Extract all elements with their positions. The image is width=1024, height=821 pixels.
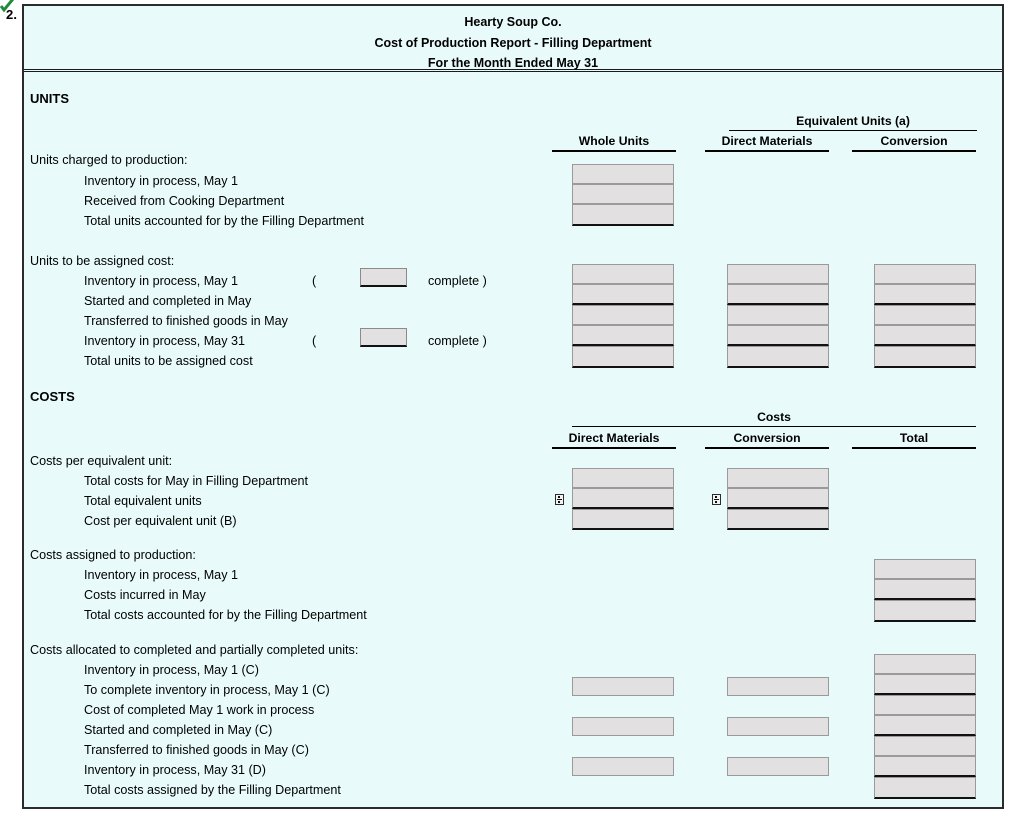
units-charged-row-label-2: Total units accounted for by the Filling… — [84, 214, 365, 228]
input-conv-total-equivalent-units[interactable] — [727, 488, 829, 509]
input-total-costs-incurred-may[interactable] — [874, 579, 976, 600]
input-conv-started-completed-may[interactable] — [727, 717, 829, 736]
costs-column-header-total: Total — [852, 431, 976, 449]
input-total-costs-accounted-for[interactable] — [874, 600, 976, 622]
costs-allocated-header: Costs allocated to completed and partial… — [30, 643, 359, 657]
column-header-conversion: Conversion — [852, 134, 976, 152]
input-dm-equiv-inventory-may31[interactable] — [727, 325, 829, 346]
input-dm-to-complete-inventory-may1[interactable] — [572, 677, 674, 696]
units-assigned-row-label-1: Started and completed in May — [84, 294, 252, 308]
input-total-inventory-process-may1[interactable] — [874, 559, 976, 579]
input-dm-equiv-started-completed[interactable] — [727, 284, 829, 305]
costs-per-unit-row-label-1: Total equivalent units — [84, 494, 202, 508]
units-assigned-row-label-2: Transferred to finished goods in May — [84, 314, 288, 328]
input-percent-complete-may1[interactable] — [360, 268, 407, 287]
costs-allocated-row-label-3: Started and completed in May (C) — [84, 723, 273, 737]
costs-assigned-row-label-1: Costs incurred in May — [84, 588, 206, 602]
costs-allocated-row-label-1: To complete inventory in process, May 1 … — [84, 683, 330, 697]
input-dm-equiv-inventory-may1[interactable] — [727, 264, 829, 284]
input-conv-equiv-total-assigned[interactable] — [874, 346, 976, 368]
input-conv-equiv-inventory-may31[interactable] — [874, 325, 976, 346]
green-check-icon — [0, 0, 14, 14]
divide-icon-conversion — [712, 494, 721, 505]
input-conv-inventory-process-may31[interactable] — [727, 757, 829, 776]
report-title: Cost of Production Report - Filling Depa… — [374, 35, 652, 50]
costs-section-label: COSTS — [30, 389, 75, 404]
input-dm-total-equivalent-units[interactable] — [572, 488, 674, 509]
input-conv-equiv-started-completed[interactable] — [874, 284, 976, 305]
input-dm-equiv-total-assigned[interactable] — [727, 346, 829, 368]
input-whole-units-assigned-inventory-may1[interactable] — [572, 264, 674, 284]
input-dm-total-costs-may[interactable] — [572, 468, 674, 488]
input-dm-cost-per-equivalent-unit[interactable] — [572, 509, 674, 530]
input-total-allocated-inventory-may31[interactable] — [874, 756, 976, 777]
input-whole-units-total-assigned[interactable] — [572, 346, 674, 368]
input-whole-units-received-from-cooking[interactable] — [572, 184, 674, 204]
costs-assigned-row-label-0: Inventory in process, May 1 — [84, 568, 238, 582]
input-dm-inventory-process-may31[interactable] — [572, 757, 674, 776]
column-header-direct-materials: Direct Materials — [705, 134, 829, 152]
divide-icon-direct-materials — [555, 494, 564, 505]
input-total-allocated-to-complete-may1[interactable] — [874, 674, 976, 695]
input-total-allocated-transferred-finished[interactable] — [874, 736, 976, 756]
input-total-allocated-started-completed[interactable] — [874, 715, 976, 736]
units-assigned-row-label-4: Total units to be assigned cost — [84, 354, 253, 368]
costs-column-header-conversion: Conversion — [705, 431, 829, 449]
units-section-label: UNITS — [30, 91, 69, 106]
costs-allocated-row-label-6: Total costs assigned by the Filling Depa… — [84, 783, 341, 797]
input-conv-equiv-transferred-finished[interactable] — [874, 305, 976, 325]
units-charged-row-label-0: Inventory in process, May 1 — [84, 174, 238, 188]
costs-assigned-row-label-2: Total costs accounted for by the Filling… — [84, 608, 367, 622]
paren-open-may1: ( — [312, 274, 317, 288]
input-whole-units-inventory-may1[interactable] — [572, 164, 674, 184]
costs-per-unit-row-label-0: Total costs for May in Filling Departmen… — [84, 474, 308, 488]
input-conv-cost-per-equivalent-unit[interactable] — [727, 509, 829, 530]
paren-open-may31: ( — [312, 334, 317, 348]
costs-per-unit-row-label-2: Cost per equivalent unit (B) — [84, 514, 237, 528]
input-dm-started-completed-may[interactable] — [572, 717, 674, 736]
input-whole-units-started-completed[interactable] — [572, 284, 674, 305]
input-whole-units-inventory-may31[interactable] — [572, 325, 674, 346]
costs-allocated-row-label-4: Transferred to finished goods in May (C) — [84, 743, 309, 757]
costs-allocated-row-label-0: Inventory in process, May 1 (C) — [84, 663, 259, 677]
costs-group-header: Costs — [572, 410, 976, 427]
costs-allocated-row-label-2: Cost of completed May 1 work in process — [84, 703, 315, 717]
equivalent-units-group-header: Equivalent Units (a) — [729, 114, 977, 131]
units-assigned-row-label-3: Inventory in process, May 31 — [84, 334, 245, 348]
costs-assigned-header: Costs assigned to production: — [30, 548, 196, 562]
complete-label-may1: complete ) — [428, 274, 487, 288]
units-charged-header: Units charged to production: — [30, 153, 188, 167]
costs-column-header-direct-materials: Direct Materials — [552, 431, 676, 449]
input-total-costs-assigned[interactable] — [874, 777, 976, 799]
units-assigned-header: Units to be assigned cost: — [30, 254, 175, 268]
input-dm-equiv-transferred-finished[interactable] — [727, 305, 829, 325]
cost-of-production-report-form: Hearty Soup Co. Cost of Production Repor… — [22, 4, 1004, 809]
company-name: Hearty Soup Co. — [464, 15, 562, 29]
units-assigned-row-label-0: Inventory in process, May 1 — [84, 274, 238, 288]
report-period: For the Month Ended May 31 — [427, 56, 599, 70]
input-whole-units-total-accounted-for[interactable] — [572, 204, 674, 226]
column-header-whole-units: Whole Units — [552, 134, 676, 152]
input-total-allocated-completed-may1-wip[interactable] — [874, 695, 976, 715]
input-conv-to-complete-inventory-may1[interactable] — [727, 677, 829, 696]
costs-allocated-row-label-5: Inventory in process, May 31 (D) — [84, 763, 266, 777]
complete-label-may31: complete ) — [428, 334, 487, 348]
question-number: 2. — [6, 7, 18, 22]
units-charged-row-label-1: Received from Cooking Department — [84, 194, 285, 208]
input-conv-equiv-inventory-may1[interactable] — [874, 264, 976, 284]
input-percent-complete-may31[interactable] — [360, 328, 407, 347]
input-total-allocated-inventory-may1[interactable] — [874, 654, 976, 674]
report-header: Hearty Soup Co. Cost of Production Repor… — [24, 6, 1002, 72]
input-conv-total-costs-may[interactable] — [727, 468, 829, 488]
input-whole-units-transferred-finished[interactable] — [572, 305, 674, 325]
costs-per-unit-header: Costs per equivalent unit: — [30, 454, 173, 468]
